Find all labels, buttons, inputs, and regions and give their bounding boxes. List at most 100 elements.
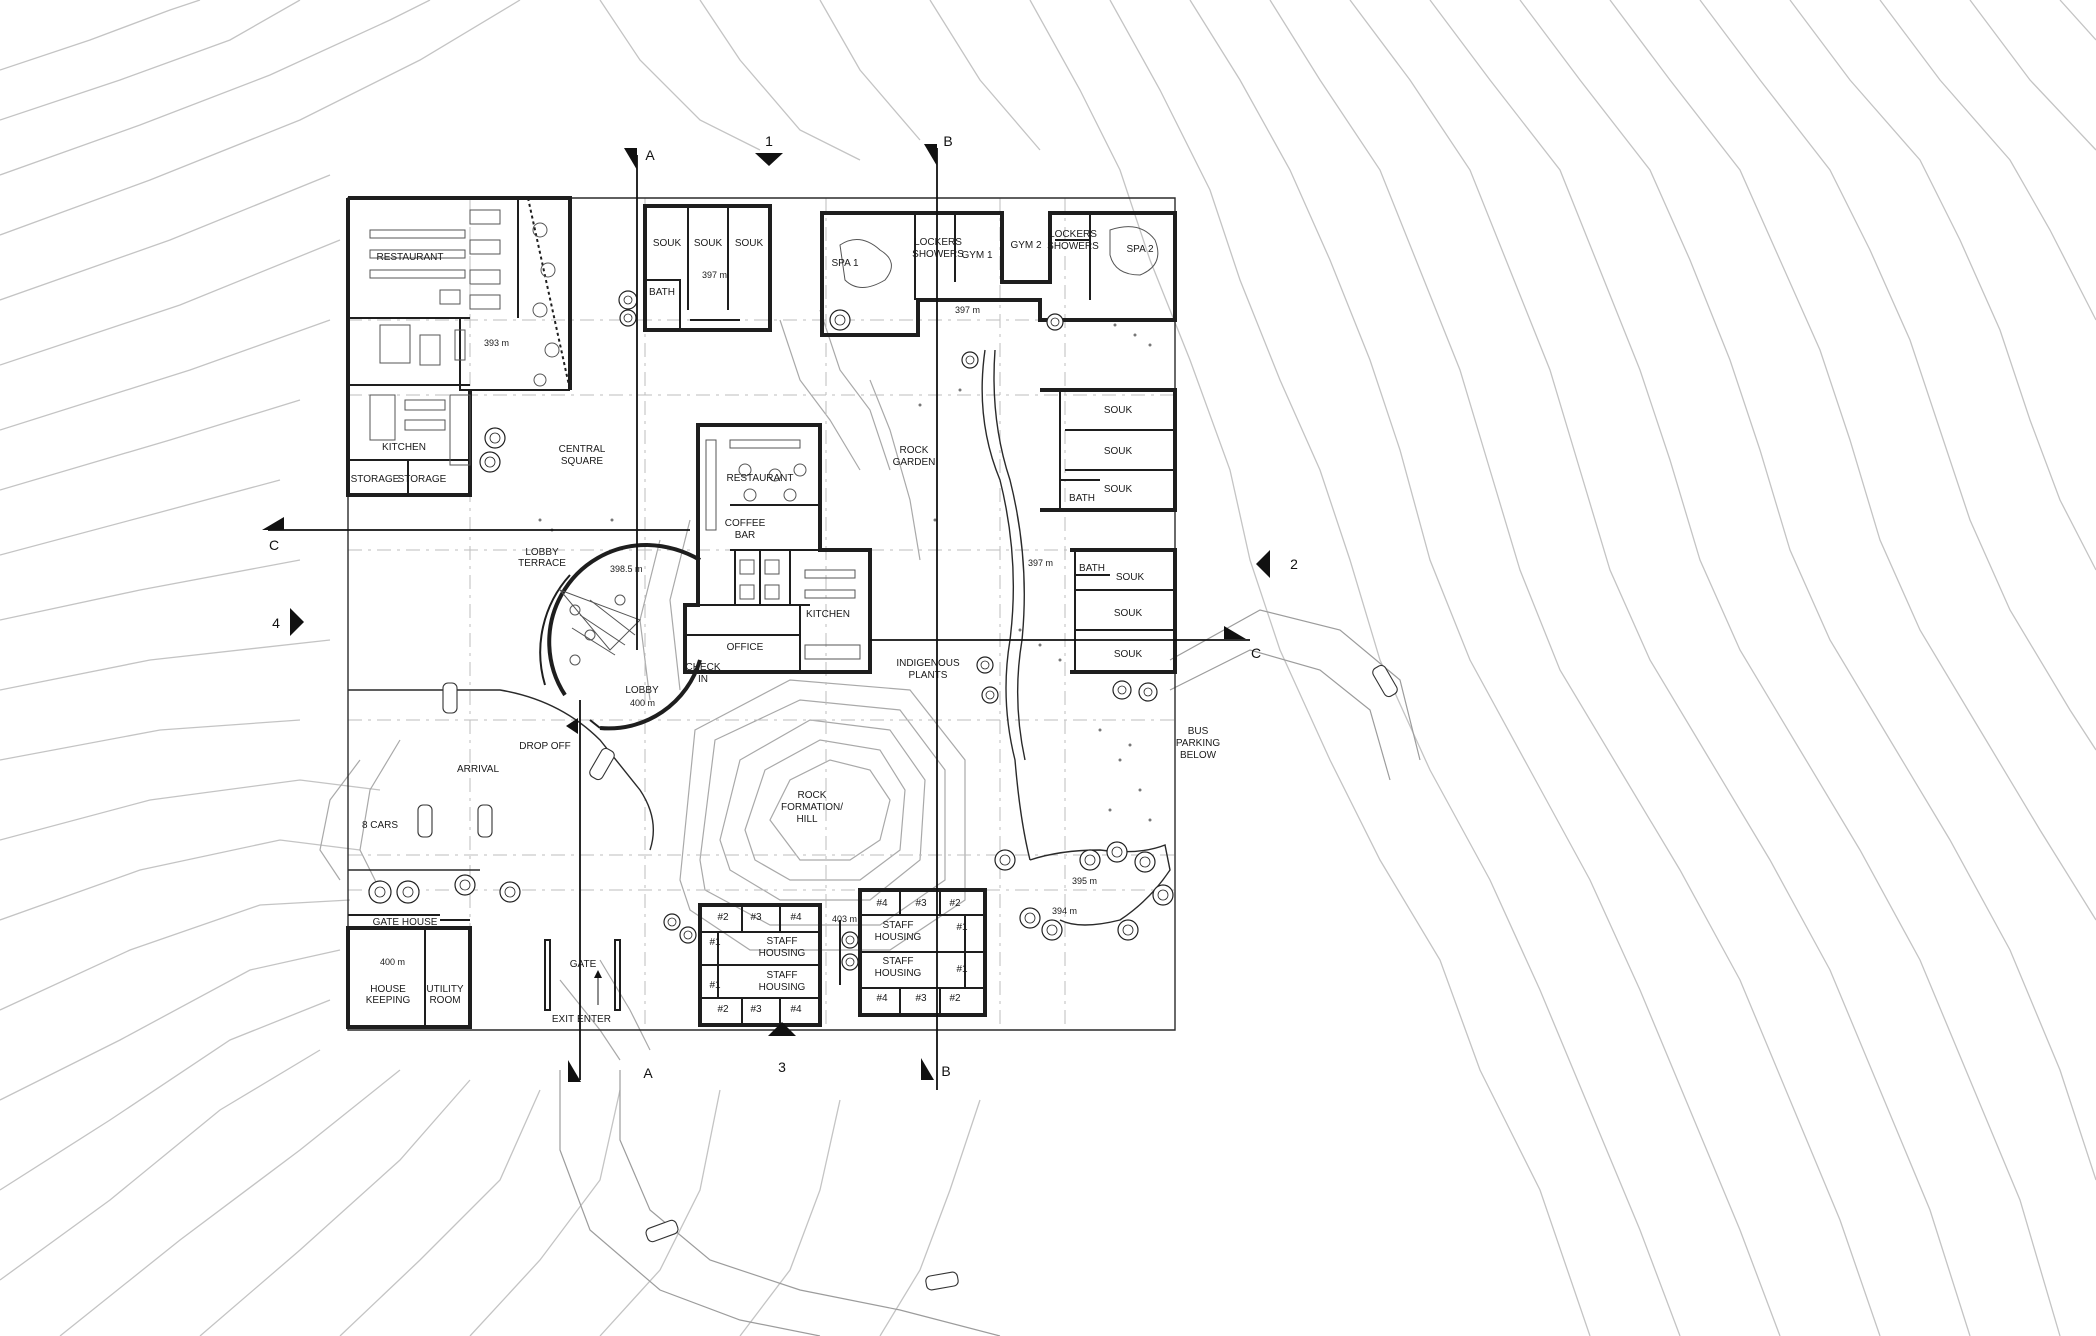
tree-icon bbox=[1134, 851, 1156, 873]
tree-icon bbox=[841, 953, 859, 971]
car-icon bbox=[417, 804, 433, 838]
house-keeping-label-a: HOUSE bbox=[370, 984, 406, 995]
svg-text:C: C bbox=[1251, 645, 1261, 661]
bus-parking-label-b: PARKING bbox=[1176, 738, 1220, 749]
elevation-arrow-icon bbox=[290, 608, 304, 636]
car-icon bbox=[477, 804, 493, 838]
elevation-marker-2: 2 bbox=[1256, 550, 1298, 578]
spa-1-label: SPA 1 bbox=[831, 258, 858, 269]
svg-text:B: B bbox=[943, 133, 952, 149]
elevation-staff-housing: 403 m bbox=[832, 914, 857, 924]
tree-icon bbox=[1152, 884, 1174, 906]
elevation-arrow-icon bbox=[768, 1022, 796, 1036]
souk-top-2-label: SOUK bbox=[694, 238, 723, 249]
planting-dots bbox=[538, 323, 1152, 822]
central-square-label-a: CENTRAL bbox=[559, 444, 606, 455]
section-marker-b-bottom: B bbox=[921, 1058, 951, 1080]
east-souk-block-upper: SOUK SOUK SOUK BATH bbox=[1040, 388, 1177, 512]
tree-icon bbox=[1138, 682, 1158, 702]
tree-icon bbox=[618, 290, 638, 310]
svg-text:3: 3 bbox=[778, 1059, 786, 1075]
souk-east-2-label: SOUK bbox=[1104, 446, 1133, 457]
tree-icon bbox=[1046, 313, 1064, 331]
coffee-bar-label-a: COFFEE bbox=[725, 518, 766, 529]
unit-label: #4 bbox=[790, 912, 802, 923]
staff-housing-4-label-a: STAFF bbox=[883, 956, 914, 967]
tree-icon bbox=[484, 427, 506, 449]
unit-label: #4 bbox=[876, 898, 888, 909]
lobby-terrace-label-a: LOBBY bbox=[525, 547, 559, 558]
bus-parking-label-c: BELOW bbox=[1180, 750, 1217, 761]
unit-label: #1 bbox=[709, 937, 721, 948]
bath-east-1-label: BATH bbox=[1069, 493, 1095, 504]
rock-garden-label-b: GARDEN bbox=[893, 457, 936, 468]
gate-label: GATE bbox=[570, 959, 597, 970]
storage-1-label: STORAGE bbox=[351, 474, 400, 485]
top-souk-block: SOUK SOUK SOUK BATH 397 m bbox=[643, 204, 772, 332]
unit-label: #2 bbox=[717, 1004, 729, 1015]
unit-label: #2 bbox=[949, 898, 961, 909]
tree-icon bbox=[829, 309, 851, 331]
lockers-showers-2-label-a: LOCKERS bbox=[1049, 229, 1097, 240]
enter-label: ENTER bbox=[577, 1014, 611, 1025]
utility-room-label-a: UTILITY bbox=[426, 984, 464, 995]
tree-icon bbox=[499, 881, 521, 903]
unit-label: #1 bbox=[956, 964, 968, 975]
svg-text:B: B bbox=[941, 1063, 950, 1079]
car-icon bbox=[925, 1271, 959, 1291]
car-icon bbox=[589, 747, 615, 781]
bath-top-label: BATH bbox=[649, 287, 675, 298]
gym-1-label: GYM 1 bbox=[961, 250, 993, 261]
elevation-restaurant-nw: 393 m bbox=[484, 338, 509, 348]
tree-icon bbox=[396, 880, 420, 904]
car-icon bbox=[442, 682, 458, 714]
elevation-marker-1: 1 bbox=[755, 133, 783, 166]
kitchen-nw-label: KITCHEN bbox=[382, 442, 426, 453]
site-boundary bbox=[347, 197, 1176, 1031]
trees bbox=[368, 290, 1174, 971]
lockers-showers-2-label-b: SHOWERS bbox=[1047, 241, 1099, 252]
tree-icon bbox=[981, 686, 999, 704]
unit-label: #2 bbox=[717, 912, 729, 923]
elevation-lower-garden-1: 395 m bbox=[1072, 876, 1097, 886]
tree-icon bbox=[961, 351, 979, 369]
central-restaurant-block: RESTAURANT COFFEE BAR KITCHEN OFFICE CHE… bbox=[683, 423, 872, 685]
elevation-marker-4: 4 bbox=[272, 608, 304, 636]
souk-top-1-label: SOUK bbox=[653, 238, 682, 249]
tree-icon bbox=[663, 913, 681, 931]
coffee-bar-label-b: BAR bbox=[735, 530, 756, 541]
nw-restaurant-block: RESTAURANT KITCHEN STORAGE STORAGE 393 m bbox=[346, 196, 572, 497]
section-lines bbox=[268, 148, 1250, 1090]
unit-label: #1 bbox=[956, 922, 968, 933]
lobby-block: LOBBY TERRACE LOBBY 400 m 398.5 m bbox=[518, 542, 702, 731]
tree-icon bbox=[368, 880, 392, 904]
tree-icon bbox=[841, 931, 859, 949]
section-arrow-icon bbox=[624, 148, 637, 170]
staff-housing-3-label-b: HOUSING bbox=[875, 932, 922, 943]
access-road bbox=[559, 609, 1421, 1336]
unit-label: #3 bbox=[915, 898, 927, 909]
staff-housing-east: #4 #3 #2 #1 #4 #1 #4 #3 #2 STAFF HOUSING… bbox=[832, 888, 987, 1017]
unit-label: #3 bbox=[915, 993, 927, 1004]
elevation-arrow-icon bbox=[1256, 550, 1270, 578]
souk-east-4-label: SOUK bbox=[1116, 572, 1145, 583]
house-keeping-label-b: KEEPING bbox=[366, 995, 411, 1006]
drop-off-arrow-icon bbox=[566, 718, 578, 734]
lobby-label: LOBBY bbox=[625, 685, 659, 696]
tree-icon bbox=[1112, 680, 1132, 700]
check-in-label-b: IN bbox=[698, 674, 708, 685]
staff-housing-4-label-b: HOUSING bbox=[875, 968, 922, 979]
tree-icon bbox=[1041, 919, 1063, 941]
section-marker-b-top: B bbox=[924, 133, 953, 166]
section-marker-c-left: C bbox=[262, 517, 284, 553]
tree-icon bbox=[976, 656, 994, 674]
office-label: OFFICE bbox=[727, 642, 764, 653]
tree-icon bbox=[454, 874, 476, 896]
lobby-terrace-label-b: TERRACE bbox=[518, 558, 566, 569]
section-arrow-icon bbox=[262, 517, 284, 530]
svg-text:C: C bbox=[269, 537, 279, 553]
unit-label: #2 bbox=[949, 993, 961, 1004]
tree-icon bbox=[1106, 841, 1128, 863]
